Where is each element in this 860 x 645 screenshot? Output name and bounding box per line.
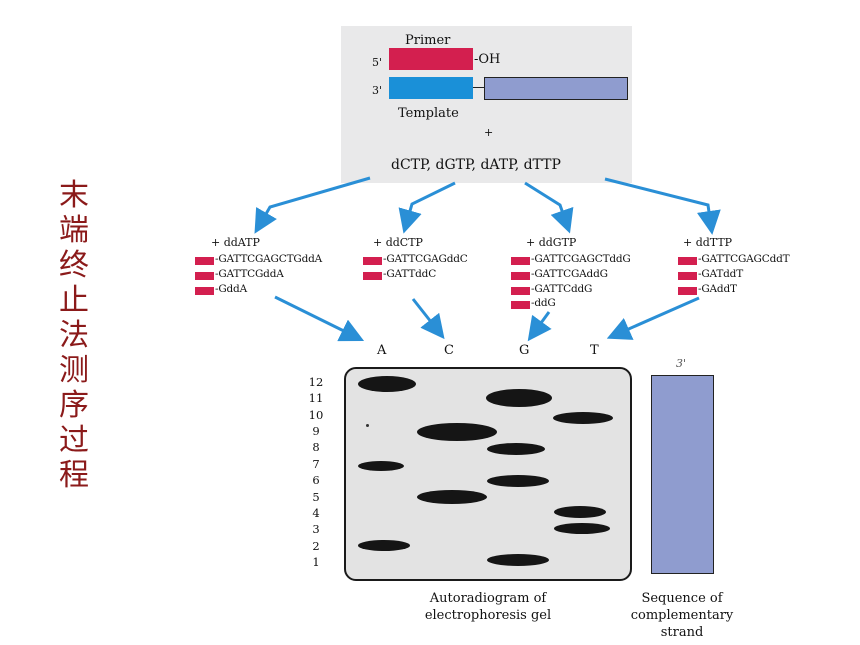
dntp-list: dCTP, dGTP, dATP, dTTP: [391, 157, 561, 173]
fragment-bar: [363, 272, 382, 280]
lane-label-t: T: [590, 343, 599, 358]
strand-caption: Sequence of complementary strand: [612, 590, 752, 641]
arrow-to-lane-a: [274, 295, 365, 342]
strand-caption-line: strand: [660, 625, 704, 640]
gel-band-a-2: [358, 540, 410, 551]
fragment-bar: [511, 257, 530, 265]
fragment-sequence: -GATTCGAGCTGddA: [215, 253, 322, 265]
strand-three-prime-label: 3': [676, 357, 687, 370]
band-number: 2: [312, 539, 320, 553]
gel-band-c-5: [417, 490, 487, 504]
gel-caption-line: electrophoresis gel: [424, 608, 552, 623]
arrow-to-lane-t: [606, 296, 700, 340]
title-char: 过: [59, 423, 89, 458]
band-number: 11: [308, 391, 324, 405]
title-char: 法: [59, 318, 89, 353]
title-char: 止: [59, 283, 89, 318]
title-char: 程: [59, 458, 89, 493]
gel-band-g-6: [487, 475, 549, 487]
gel-band-t-10: [553, 412, 613, 424]
template-primed-segment: [389, 77, 473, 99]
band-number: 8: [312, 440, 320, 454]
fragment-sequence: -GddA: [215, 283, 247, 295]
band-number: 12: [308, 375, 324, 389]
fragment-bar: [363, 257, 382, 265]
arrow-to-lane-c: [411, 298, 445, 340]
primer-bar: [389, 48, 473, 70]
fragment-sequence: -GAddT: [698, 283, 737, 295]
fragment-sequence: -GATTCGAGCTddG: [531, 253, 631, 265]
band-number: 1: [312, 555, 320, 569]
three-prime-label: 3': [372, 84, 383, 97]
five-prime-label: 5': [372, 56, 383, 69]
fragment-sequence: -GATTCGddA: [215, 268, 284, 280]
fragment-sequence: -GATTCddG: [531, 283, 593, 295]
fragment-bar: [195, 287, 214, 295]
strand-caption-line: Sequence of: [641, 591, 723, 606]
reaction-label-ddgtp: + ddGTP: [526, 236, 577, 249]
oh-label: -OH: [474, 52, 501, 67]
gel-band-g-1: [487, 554, 549, 566]
band-number: 3: [312, 522, 320, 536]
band-number: 4: [312, 506, 320, 520]
lane-label-g: G: [519, 343, 530, 358]
fragment-bar: [678, 272, 697, 280]
fragment-sequence: -GATTCGAGCddT: [698, 253, 790, 265]
reaction-label-ddctp: + ddCTP: [373, 236, 423, 249]
band-number: 9: [312, 424, 320, 438]
lane-label-a: A: [377, 343, 387, 358]
gel-caption: Autoradiogram of electrophoresis gel: [408, 590, 568, 624]
fragment-bar: [195, 272, 214, 280]
fragment-bar: [678, 257, 697, 265]
reaction-label-ddatp: + ddATP: [211, 236, 260, 249]
fragment-bar: [511, 301, 530, 309]
title-char: 末: [59, 178, 89, 213]
gel-band-g-11: [486, 389, 552, 407]
arrow-to-ddctp: [398, 181, 456, 234]
gel-band-a-12: [358, 376, 416, 392]
gel-band-t-3: [554, 523, 610, 534]
fragment-sequence: -GATTCGAGddC: [383, 253, 468, 265]
fragment-bar: [511, 287, 530, 295]
complementary-strand-bar: [651, 375, 714, 574]
fragment-bar: [195, 257, 214, 265]
gel-speck: [366, 424, 369, 427]
gel-caption-line: Autoradiogram of: [429, 591, 547, 606]
fragment-sequence: -ddG: [531, 297, 556, 309]
title-char: 端: [59, 213, 89, 248]
arrow-to-lane-g: [527, 311, 552, 342]
fragment-bar: [511, 272, 530, 280]
gel-band-t-4: [554, 506, 606, 518]
lane-label-c: C: [444, 343, 454, 358]
arrow-to-ddatp: [254, 176, 371, 234]
template-link-line: [473, 87, 484, 88]
title-char: 终: [59, 248, 89, 283]
reaction-label-ddttp: + ddTTP: [683, 236, 733, 249]
gel-band-a-7: [358, 461, 404, 471]
band-number: 5: [312, 490, 320, 504]
primer-label: Primer: [405, 33, 451, 48]
arrow-to-ddgtp: [524, 181, 574, 234]
band-number: 10: [308, 408, 324, 422]
band-number: 6: [312, 473, 320, 487]
vertical-title: 末 端 终 止 法 测 序 过 程: [54, 178, 94, 493]
fragment-bar: [678, 287, 697, 295]
title-char: 序: [59, 388, 89, 423]
gel-band-g-8: [487, 443, 545, 455]
title-char: 测: [59, 353, 89, 388]
band-number: 7: [312, 457, 320, 471]
fragment-sequence: -GATTCGAddG: [531, 268, 608, 280]
template-label: Template: [398, 106, 459, 121]
gel-band-c-9: [417, 423, 497, 441]
plus-sign: +: [484, 126, 494, 139]
strand-caption-line: complementary: [630, 608, 734, 623]
fragment-sequence: -GATddT: [698, 268, 743, 280]
arrow-to-ddttp: [604, 177, 721, 235]
fragment-sequence: -GATTddC: [383, 268, 437, 280]
electrophoresis-gel: [344, 367, 632, 581]
template-bar: [484, 77, 628, 100]
